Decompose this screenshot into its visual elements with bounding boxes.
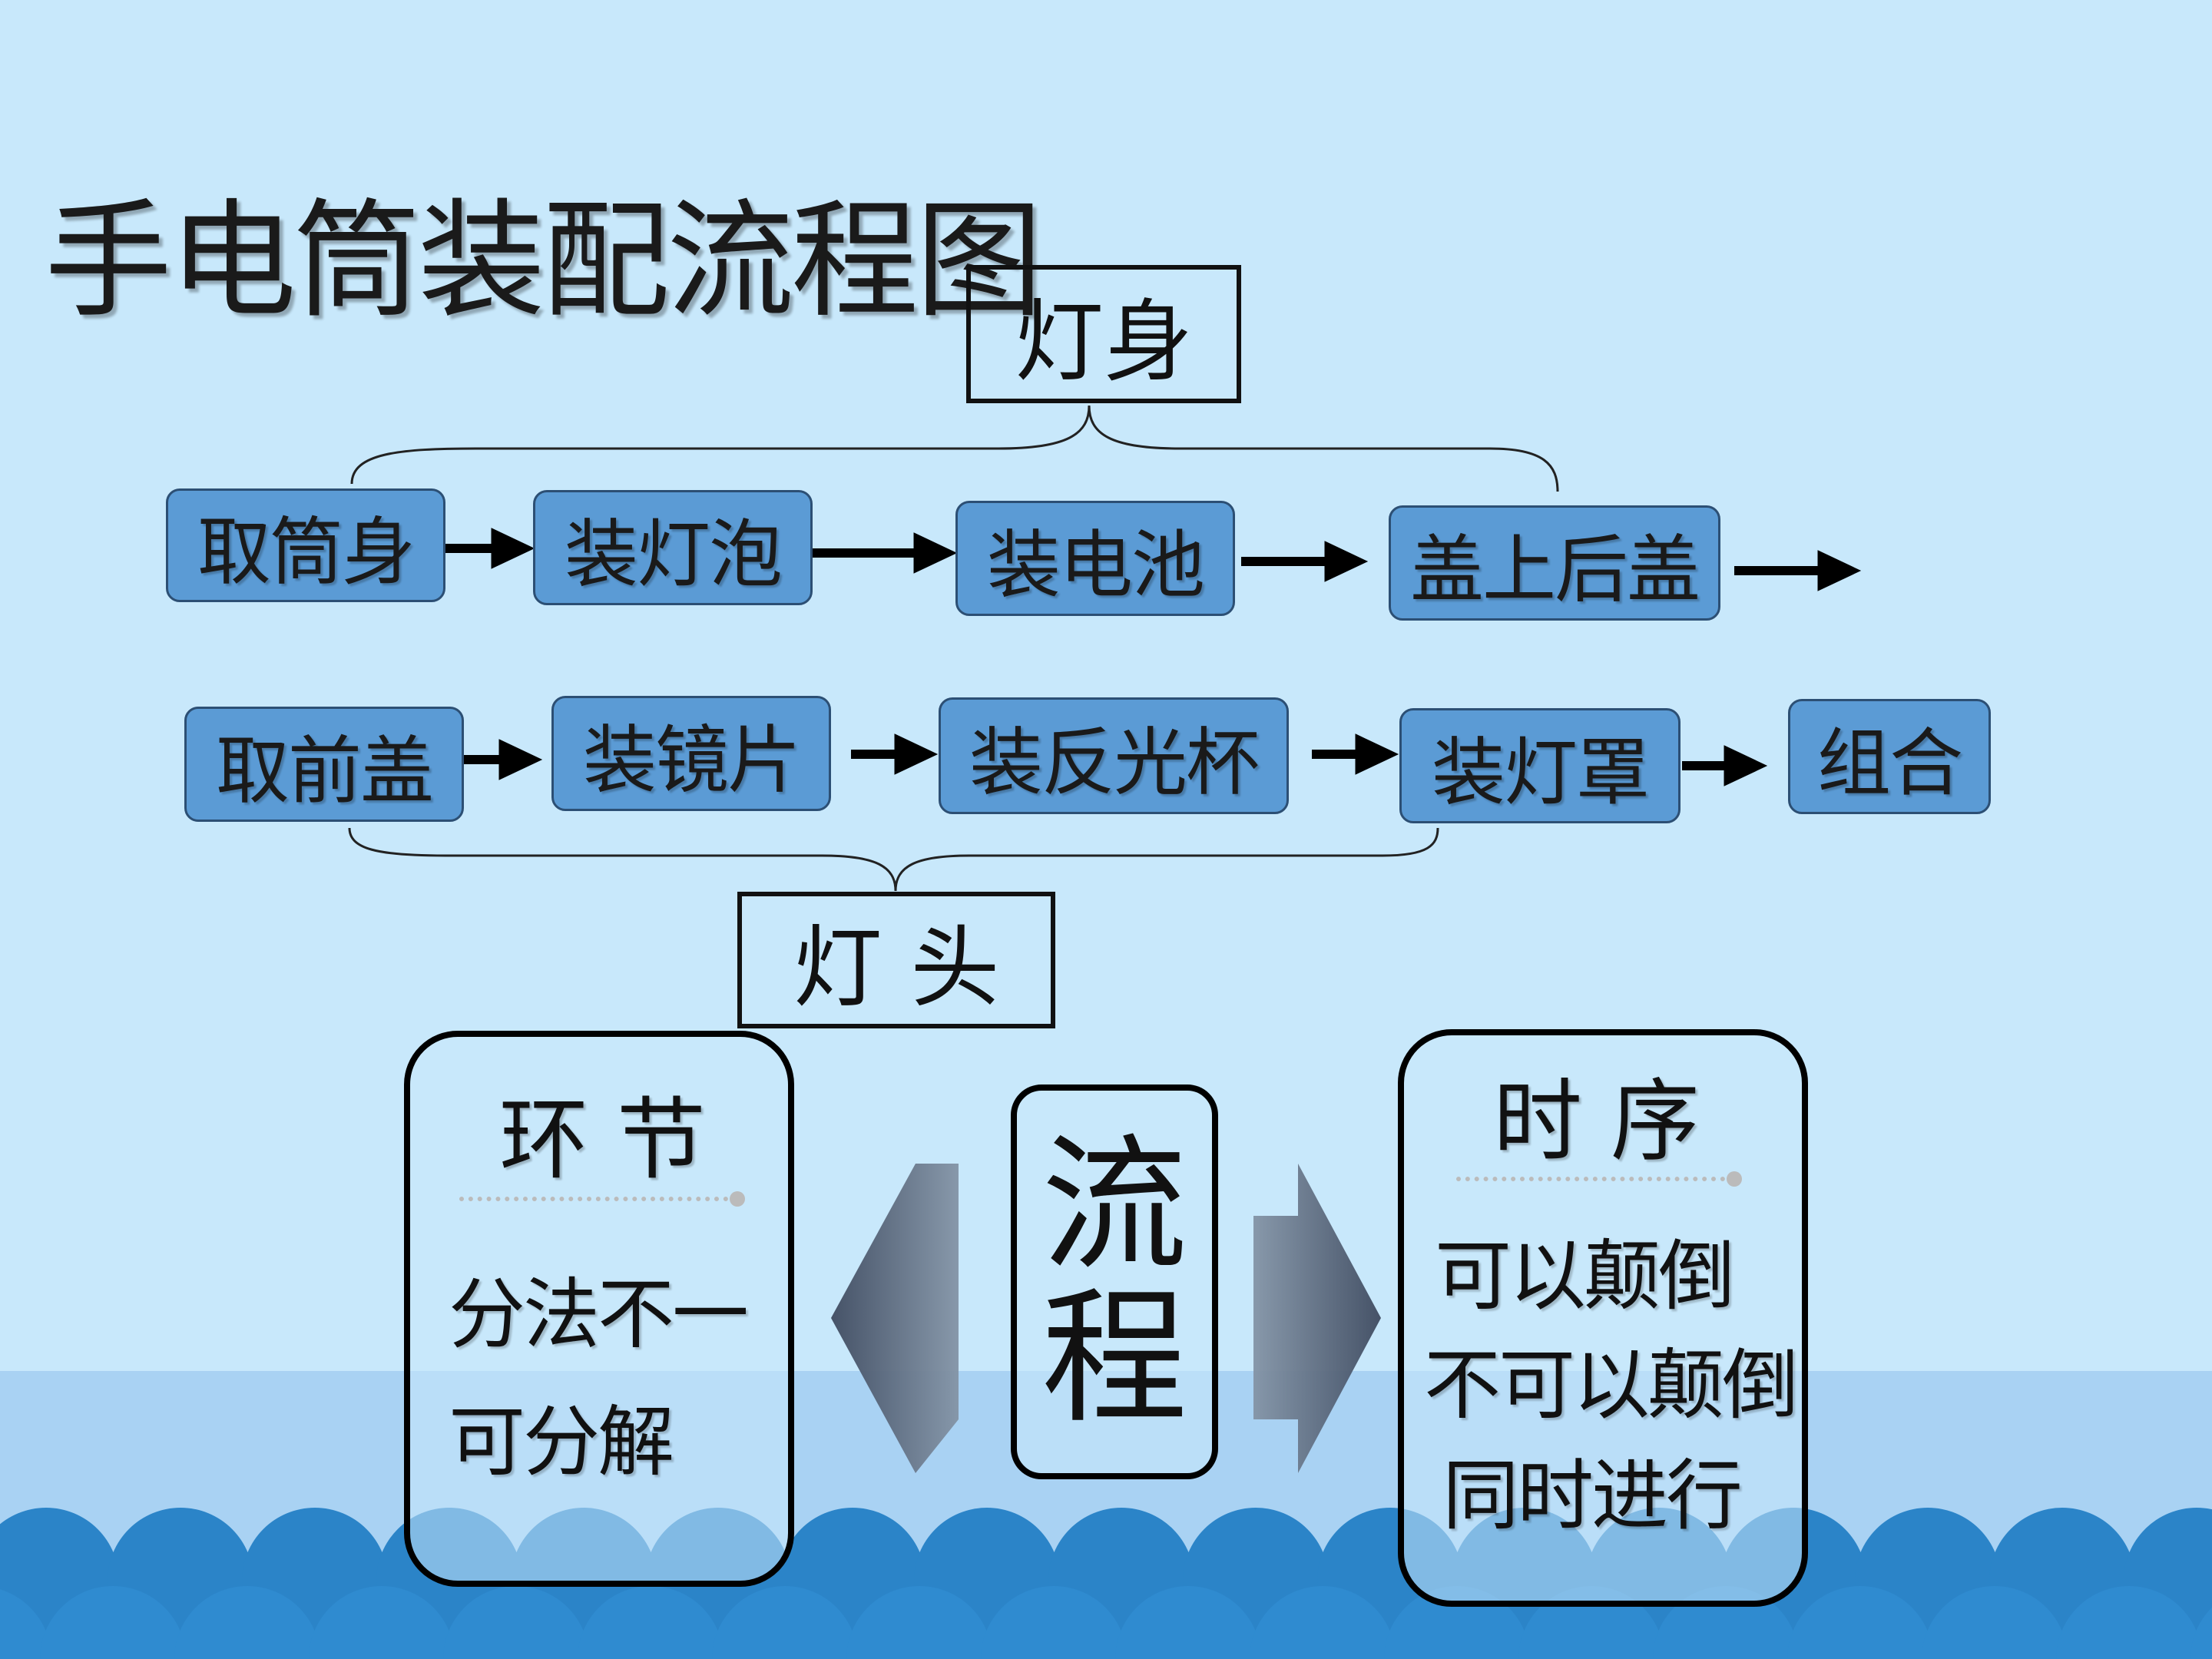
panel-sequence-line-3: 同时进行 bbox=[1442, 1451, 1743, 1541]
center-char-1: 流 bbox=[1041, 1120, 1187, 1290]
step-install-bulb: 装灯泡 bbox=[533, 490, 813, 605]
arrow-r2-1 bbox=[464, 739, 543, 780]
step-install-reflector: 装反光杯 bbox=[939, 697, 1289, 814]
step-install-lampshade: 装灯罩 bbox=[1399, 708, 1681, 823]
arrow-r2-4 bbox=[1682, 745, 1768, 786]
panel-sequence-heading: 时 序 bbox=[1493, 1070, 1700, 1174]
arrow-r1-2 bbox=[813, 532, 958, 574]
step-combine: 组合 bbox=[1788, 699, 1991, 814]
panel-links-line-1: 分法不一 bbox=[449, 1270, 749, 1359]
block-arrow-left bbox=[831, 1164, 959, 1473]
panel-sequence bbox=[1398, 1029, 1808, 1607]
center-char-2: 程 bbox=[1041, 1273, 1187, 1443]
panel-links-divider-end bbox=[730, 1191, 745, 1207]
block-arrow-right bbox=[1253, 1164, 1381, 1473]
panel-sequence-divider-end bbox=[1727, 1171, 1742, 1187]
brace-body bbox=[350, 405, 1559, 492]
center-process: 流 程 bbox=[1011, 1084, 1218, 1479]
step-take-body: 取筒身 bbox=[166, 488, 445, 602]
panel-sequence-line-1: 可以颠倒 bbox=[1435, 1231, 1735, 1321]
panel-links-line-2: 可分解 bbox=[449, 1397, 674, 1487]
panel-links bbox=[404, 1031, 794, 1587]
label-body: 灯身 bbox=[966, 265, 1241, 403]
page-title: 手电筒装配流程图 bbox=[45, 187, 1043, 336]
step-install-battery: 装电池 bbox=[955, 501, 1235, 616]
brace-head bbox=[348, 827, 1439, 892]
step-close-back-cover: 盖上后盖 bbox=[1389, 505, 1720, 621]
step-install-lens: 装镜片 bbox=[551, 696, 831, 811]
step-take-front-cover: 取前盖 bbox=[184, 707, 464, 822]
arrow-r1-4 bbox=[1734, 550, 1862, 591]
label-head: 灯 头 bbox=[737, 892, 1055, 1028]
panel-sequence-divider bbox=[1456, 1177, 1734, 1181]
arrow-r1-3 bbox=[1241, 541, 1369, 582]
panel-links-divider bbox=[459, 1197, 737, 1201]
panel-links-heading: 环 节 bbox=[499, 1088, 706, 1192]
arrow-r2-3 bbox=[1312, 733, 1399, 775]
panel-sequence-line-2: 不可以颠倒 bbox=[1424, 1340, 1799, 1430]
arrow-r2-2 bbox=[851, 733, 939, 775]
arrow-r1-1 bbox=[445, 528, 535, 569]
